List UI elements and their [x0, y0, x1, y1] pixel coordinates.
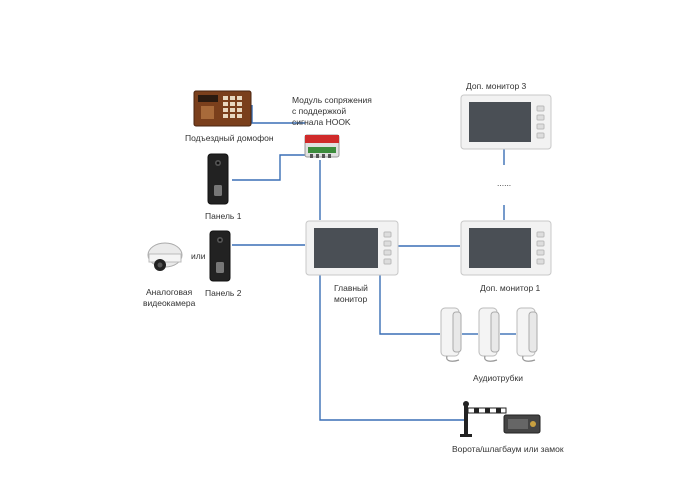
audio-handset-icon	[516, 307, 538, 362]
wire-panel1-module	[232, 154, 305, 181]
call-panel-2-icon	[209, 230, 231, 282]
main-monitor-label-line2: монитор	[334, 294, 368, 304]
audio-handset-icon	[440, 307, 462, 362]
call-panel-1-icon	[207, 153, 229, 205]
extra-monitor-1-icon	[460, 220, 552, 276]
camera-label-line2: видеокамера	[143, 298, 196, 308]
interface-module-icon	[304, 134, 340, 158]
or-label: или	[191, 251, 206, 261]
main-monitor-label-line1: Главный	[334, 283, 368, 293]
electric-lock-icon	[503, 414, 541, 434]
main-monitor-icon	[305, 220, 399, 276]
wire-main-handsets	[379, 275, 440, 335]
panel2-label: Панель 2	[205, 288, 242, 298]
gate-label: Ворота/шлагбаум или замок	[452, 444, 564, 454]
audio-handset-icon	[478, 307, 500, 362]
module-label-line3: сигнала HOOK	[292, 117, 351, 127]
handsets-label: Аудиотрубки	[473, 373, 523, 383]
entrance-intercom-icon	[193, 90, 252, 127]
entrance-intercom-label: Подъездный домофон	[185, 133, 274, 143]
module-label-line1: Модуль сопряжения	[292, 95, 372, 105]
barrier-icon	[460, 401, 507, 437]
extra-monitor1-label: Доп. монитор 1	[480, 283, 541, 293]
monitor-chain-ellipsis: ......	[497, 178, 512, 188]
extra-monitor3-label: Доп. монитор 3	[466, 81, 527, 91]
extra-monitor-3-icon	[460, 94, 552, 150]
camera-label-line1: Аналоговая	[146, 287, 193, 297]
dome-camera-icon	[147, 242, 183, 271]
wire-main-gate	[319, 275, 465, 421]
panel1-label: Панель 1	[205, 211, 242, 221]
module-label-line2: с поддержкой	[292, 106, 347, 116]
wire-intercom-module	[251, 105, 305, 124]
